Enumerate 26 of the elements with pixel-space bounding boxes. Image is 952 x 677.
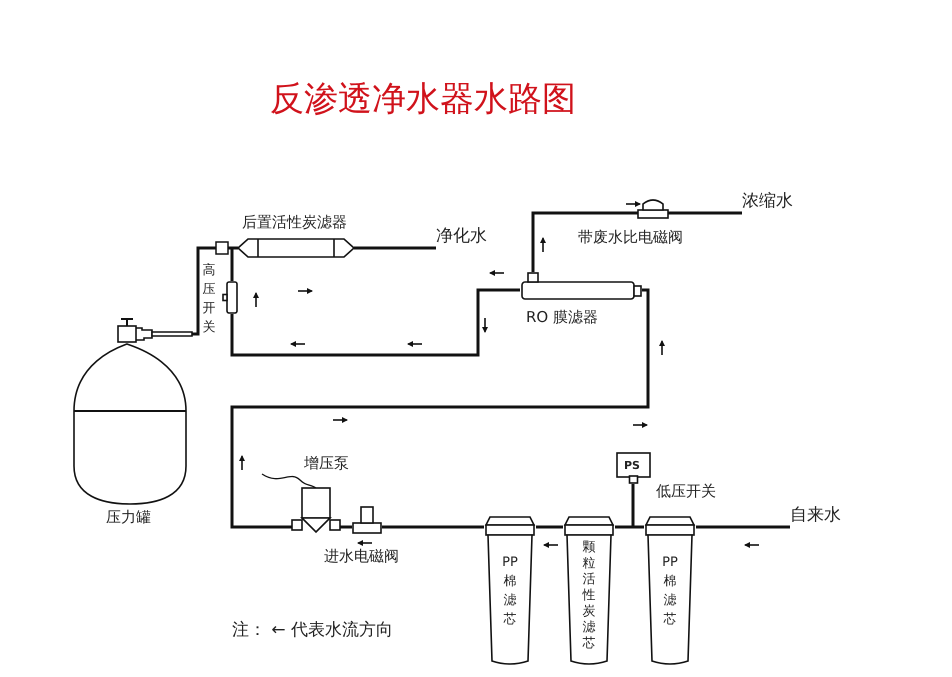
water-pipe: [230, 288, 520, 356]
water-pipe: [230, 288, 650, 528]
component-label: PP棉滤芯: [501, 554, 519, 629]
water-pipe: [354, 246, 436, 250]
outlet-label: 浓缩水: [742, 190, 793, 212]
note-text: 注： ← 代表水流方向: [232, 619, 394, 641]
component-label: 压力罐: [106, 508, 151, 526]
component-label: 低压开关: [656, 482, 716, 500]
component-label: 进水电磁阀: [324, 547, 399, 565]
diagram-title: 反渗透净水器水路图: [270, 78, 576, 121]
water-pipe: [615, 484, 634, 528]
water-pipe: [532, 212, 638, 272]
component-label: RO 膜滤器: [526, 308, 598, 326]
component-label: 带废水比电磁阀: [578, 228, 683, 246]
component-label: 颗粒活性炭滤芯: [581, 540, 596, 652]
water-pipe: [230, 246, 238, 281]
component-label: 后置活性炭滤器: [242, 213, 347, 231]
outlet-label: 自来水: [790, 504, 841, 526]
switch-label: PS: [624, 458, 640, 474]
outlet-label: 净化水: [436, 225, 487, 247]
component-label: PP棉滤芯: [661, 554, 679, 629]
component-label: 增压泵: [304, 454, 349, 472]
water-pipe: [340, 526, 352, 528]
water-pipe: [668, 212, 742, 214]
component-label: 高压开关: [202, 262, 216, 337]
water-pipe: [536, 526, 563, 528]
